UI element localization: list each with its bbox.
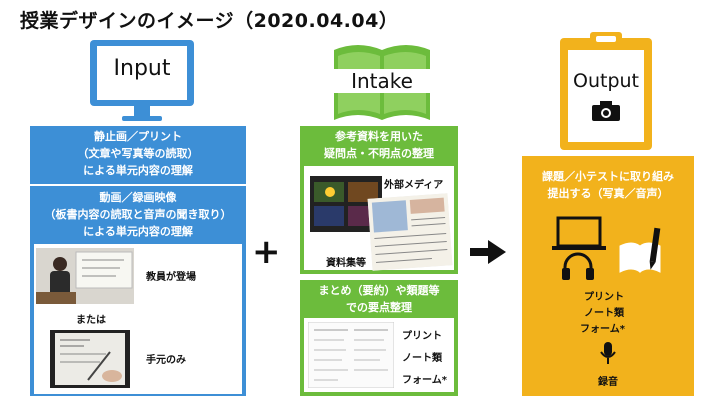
- page-title: 授業デザインのイメージ（2020.04.04）: [20, 10, 399, 32]
- input-header: Input: [113, 56, 171, 81]
- input-static-panel: 静止画／プリント （文章や写真等の読取） による単元内容の理解: [30, 126, 246, 184]
- clipboard-icon: [560, 32, 652, 150]
- notebook-pen-icon: [619, 227, 661, 273]
- headphones-icon: [562, 252, 594, 280]
- or-label: または: [76, 315, 106, 326]
- input-static-line: 静止画／プリント: [94, 130, 182, 143]
- hands-video-thumbnail: [50, 330, 130, 388]
- microphone-icon: [600, 342, 616, 364]
- input-video-line: による単元内容の理解: [83, 225, 193, 238]
- teacher-label: 教員が登場: [146, 272, 196, 283]
- hands-label: 手元のみ: [146, 355, 186, 366]
- materials-thumbnail: [367, 193, 453, 271]
- intake-header: Intake: [330, 69, 434, 93]
- plus-icon: +: [252, 232, 281, 272]
- output-panel-line: 提出する（写真／音声）: [547, 187, 669, 200]
- input-video-line: 動画／録画映像: [99, 191, 177, 204]
- intake-summary-line: での要点整理: [346, 301, 412, 314]
- arrow-right-icon: [470, 240, 506, 264]
- intake-reference-line: 参考資料を用いた: [335, 130, 423, 143]
- materials-label: 資料集等: [326, 258, 366, 269]
- output-header: Output: [573, 70, 639, 92]
- monitor-icon: [90, 40, 194, 121]
- intake-summary-line: まとめ（要約）や類題等: [318, 284, 440, 297]
- output-item-form: フォーム*: [580, 324, 625, 335]
- intake-item-notebook: ノート類: [402, 353, 442, 364]
- input-static-line: （文章や写真等の読取）: [77, 147, 199, 160]
- camera-icon: [592, 101, 620, 121]
- output-item-print: プリント: [584, 292, 624, 303]
- intake-reference-line: 疑問点・不明点の整理: [324, 147, 434, 160]
- laptop-icon: [552, 216, 606, 250]
- intake-item-print: プリント: [402, 331, 442, 342]
- external-media-label: 外部メディア: [384, 180, 444, 191]
- teacher-video-thumbnail: [36, 248, 134, 304]
- intake-item-form: フォーム*: [402, 375, 447, 386]
- output-panel-line: 課題／小テストに取り組み: [542, 170, 674, 183]
- output-item-notebook: ノート類: [584, 308, 624, 319]
- recording-label: 録音: [598, 377, 618, 388]
- input-video-line: （板書内容の読取と音声の聞き取り）: [44, 208, 232, 221]
- worksheet-thumbnail: [308, 322, 394, 388]
- input-static-line: による単元内容の理解: [83, 164, 193, 177]
